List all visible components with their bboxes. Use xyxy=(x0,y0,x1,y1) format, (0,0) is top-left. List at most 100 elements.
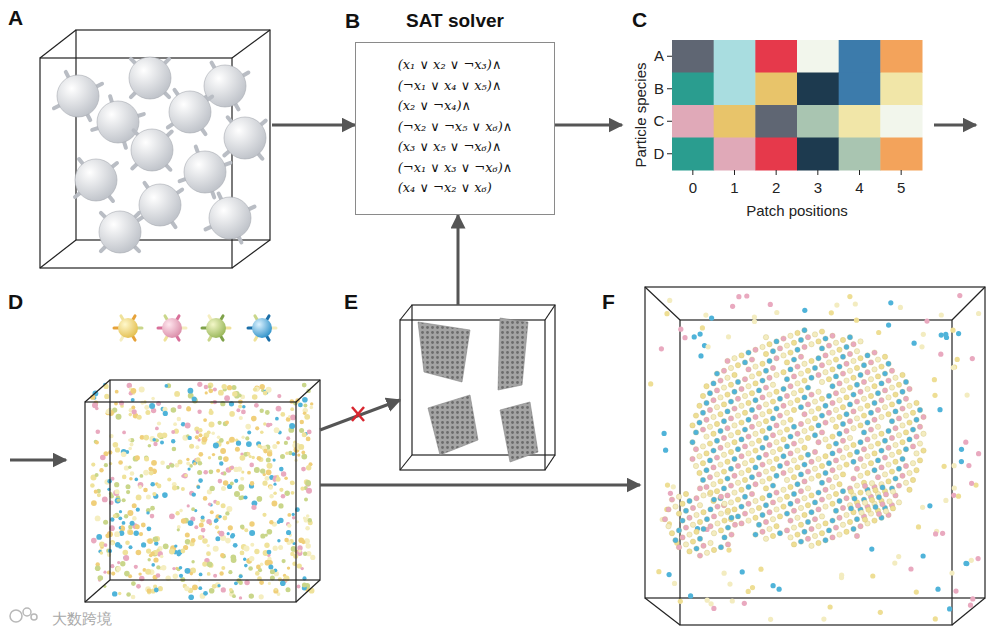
crystal-particle xyxy=(770,449,775,454)
crystal-particle xyxy=(798,489,803,494)
crystal-particle xyxy=(865,420,870,425)
crystal-particle xyxy=(704,434,709,439)
particle xyxy=(132,503,137,508)
crystal-particle xyxy=(697,519,702,524)
crystal-particle xyxy=(697,486,702,491)
crystal-particle xyxy=(722,501,727,506)
particle xyxy=(115,498,121,504)
particle xyxy=(146,511,149,514)
crystal-particle xyxy=(767,493,772,498)
crystal-particle xyxy=(721,452,726,457)
crystal-particle xyxy=(718,545,723,550)
particle xyxy=(221,472,224,475)
free-particle xyxy=(750,585,755,590)
crystal-particle xyxy=(673,504,678,509)
particle xyxy=(254,403,259,408)
crystal-particle xyxy=(739,504,744,509)
crystal-particle xyxy=(837,515,842,520)
particle xyxy=(102,497,108,503)
crystal-particle xyxy=(784,444,789,449)
particle xyxy=(160,461,165,466)
crystal-particle xyxy=(770,517,775,522)
free-particle xyxy=(698,353,703,358)
crystal-particle xyxy=(889,385,894,390)
crystal-particle xyxy=(826,377,831,382)
crystal-particle xyxy=(872,451,877,456)
crystal-particle xyxy=(708,490,713,495)
crystal-particle xyxy=(725,493,730,498)
particle xyxy=(100,455,106,461)
crystal-particle xyxy=(826,393,831,398)
particle xyxy=(287,513,291,517)
particle xyxy=(193,462,196,465)
crystal-particle xyxy=(774,372,779,377)
crystal-particle xyxy=(700,427,705,432)
crystal-particle xyxy=(917,458,922,463)
crystal-particle xyxy=(725,442,730,447)
particle xyxy=(215,536,220,541)
particle xyxy=(111,572,115,576)
free-particle xyxy=(951,493,956,498)
particle xyxy=(240,477,244,481)
particle xyxy=(301,451,305,455)
particle xyxy=(113,442,119,448)
crystal-particle xyxy=(858,473,863,478)
particle xyxy=(123,555,129,561)
crystal-particle xyxy=(683,508,688,513)
crystal-particle xyxy=(889,469,894,474)
crystal-particle xyxy=(848,489,853,494)
particle xyxy=(273,492,277,496)
connector-arrow xyxy=(555,124,622,127)
crystal-particle xyxy=(728,449,733,454)
particle xyxy=(117,561,120,564)
particle xyxy=(91,538,97,544)
particle xyxy=(246,441,252,447)
free-particle xyxy=(722,571,727,576)
free-particle xyxy=(976,451,981,456)
crystal-particle xyxy=(673,538,678,543)
crystal-particle xyxy=(760,496,765,501)
panel-f: F xyxy=(640,285,985,625)
crystal-particle xyxy=(840,405,845,410)
free-particle xyxy=(892,561,897,566)
particle xyxy=(192,492,196,496)
particle xyxy=(240,551,245,556)
particle xyxy=(281,494,286,499)
crystal-particle xyxy=(763,385,768,390)
crystal-particle xyxy=(851,476,856,481)
crystal-particle xyxy=(861,396,866,401)
crystal-particle xyxy=(760,462,765,467)
particle xyxy=(194,525,198,529)
crystal-particle xyxy=(777,463,782,468)
crystal-particle xyxy=(865,353,870,358)
crystal-particle xyxy=(880,502,885,507)
clause: (¬x₁ ∨ x₃ ∨ ¬x₆)∧ xyxy=(398,158,513,179)
crystal-particle xyxy=(900,423,905,428)
free-particle xyxy=(920,505,925,510)
crystal-particle xyxy=(725,525,730,530)
crystal-particle xyxy=(802,412,807,417)
crystal-particle xyxy=(809,426,814,431)
crystal-particle xyxy=(788,417,793,422)
crystal-particle xyxy=(889,452,894,457)
tick-label: 1 xyxy=(730,180,738,197)
particle xyxy=(118,545,122,549)
free-particle xyxy=(951,365,956,370)
cube-edge xyxy=(645,287,985,598)
particle xyxy=(260,409,264,413)
free-particle xyxy=(976,311,981,316)
crystal-particle xyxy=(791,407,796,412)
crystal-particle xyxy=(708,507,713,512)
crystal-particle xyxy=(767,426,772,431)
free-particle xyxy=(921,553,926,558)
particle xyxy=(122,521,126,525)
crystal-particle xyxy=(697,503,702,508)
crystal-particle xyxy=(851,426,856,431)
crystal-particle xyxy=(669,531,674,536)
crystal-particle xyxy=(735,514,740,519)
misassembled-cluster xyxy=(500,402,538,462)
crystal-particle xyxy=(837,482,842,487)
crystal-particle xyxy=(865,470,870,475)
free-particle xyxy=(969,558,974,563)
crystal-particle xyxy=(907,487,912,492)
